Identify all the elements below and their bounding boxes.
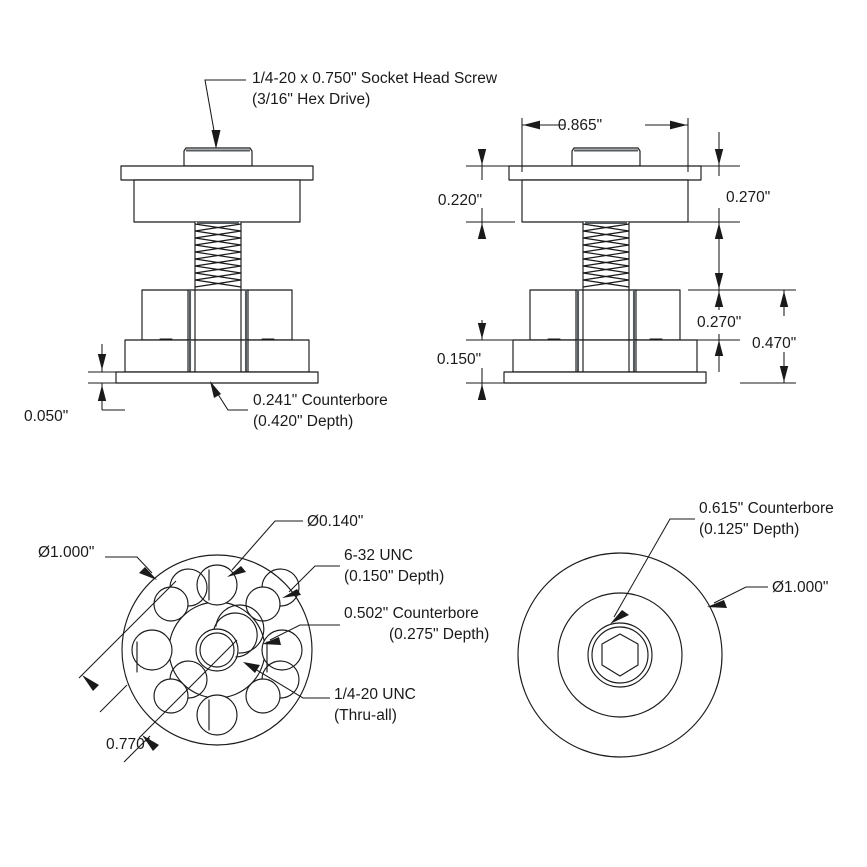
- threaded-hole-se: [245, 660, 300, 714]
- plain-holes-group: [131, 564, 303, 736]
- plain-hole-bottom: [196, 694, 238, 736]
- plain-hole-right: [261, 629, 303, 671]
- upper-body-left: [133, 179, 301, 223]
- top-flange-plate-left: [120, 165, 314, 181]
- dimension-050: [88, 344, 125, 411]
- view-top-plan: [517, 518, 768, 758]
- threaded-hole-nw: [153, 568, 208, 622]
- thread-shank-right: [582, 221, 630, 291]
- screw-head-inner-circle: [591, 626, 649, 684]
- callout-screw-spec-line2: (3/16" Hex Drive): [252, 91, 370, 108]
- screw-head-right: [571, 147, 641, 167]
- hex-socket-icon: [601, 633, 639, 677]
- counterbore-615-circle: [557, 592, 683, 718]
- callout-thread-1420-line1: 1/4-20 UNC: [334, 686, 416, 703]
- dimension-050-value: 0.050": [24, 408, 68, 425]
- callout-counterbore-241-line1: 0.241" Counterbore: [253, 392, 388, 409]
- outer-circle-top-plan: [517, 552, 723, 758]
- callout-thread-1420-leader: [243, 662, 330, 699]
- threaded-holes-group: [153, 568, 300, 714]
- dimension-150-value: 0.150": [437, 351, 481, 368]
- callout-counterbore-615-leader: [610, 518, 695, 624]
- dimension-470-value: 0.470": [752, 335, 796, 352]
- callout-plan-outer-dia-leader: [105, 556, 157, 580]
- threaded-hole-sw: [153, 660, 208, 714]
- callout-thread-632-line1: 6-32 UNC: [344, 547, 413, 564]
- callout-counterbore-241-leader: [210, 381, 248, 411]
- thread-shank-left: [194, 221, 242, 291]
- dimension-270-top-value: 0.270": [726, 189, 770, 206]
- lower-body-left: [141, 289, 293, 341]
- base-plate-left: [115, 371, 319, 384]
- dimension-270-bottom-value: 0.270": [697, 314, 741, 331]
- center-thread-hole-plan: [195, 604, 265, 672]
- lower-step-flange-left: [124, 338, 310, 373]
- callout-hole-140-leader: [227, 520, 303, 577]
- dimension-220: [466, 149, 515, 239]
- callout-thread-1420-line2: (Thru-all): [334, 707, 397, 724]
- dimension-270-top: [688, 132, 740, 291]
- callout-counterbore-502-line2: (0.275" Depth): [389, 626, 489, 643]
- callout-top-outer-dia-label: Ø1.000": [772, 579, 828, 596]
- callout-counterbore-502-leader: [262, 624, 340, 645]
- top-flange-plate-right: [508, 165, 702, 181]
- threaded-hole-ne: [245, 568, 300, 622]
- dimension-270-bottom: [688, 290, 740, 372]
- dimension-220-value: 0.220": [438, 192, 482, 209]
- callout-counterbore-502-line1: 0.502" Counterbore: [344, 605, 479, 622]
- plain-hole-top: [196, 564, 238, 606]
- plain-hole-left: [131, 629, 173, 671]
- lower-step-flange-right: [512, 338, 698, 373]
- dimension-865: [521, 118, 689, 172]
- base-plate-right: [503, 371, 707, 384]
- callout-plan-outer-dia-label: Ø1.000": [38, 544, 94, 561]
- view-front-elevation-left: [88, 79, 319, 411]
- callout-screw-spec-line1: 1/4-20 x 0.750" Socket Head Screw: [252, 70, 498, 87]
- callout-thread-632-line2: (0.150" Depth): [344, 568, 444, 585]
- view-bottom-plan: [78, 520, 340, 763]
- dimension-470: [740, 289, 796, 384]
- callout-counterbore-241-line2: (0.420" Depth): [253, 413, 353, 430]
- callout-top-outer-dia-leader: [707, 586, 768, 608]
- screw-head-outer-circle: [587, 622, 653, 688]
- view-front-elevation-dimensioned: [466, 118, 796, 400]
- callout-counterbore-615-line2: (0.125" Depth): [699, 521, 799, 538]
- dimension-770-value: 0.770": [106, 736, 150, 753]
- lower-body-right: [529, 289, 681, 341]
- callout-thread-632-leader: [282, 565, 340, 598]
- callout-counterbore-615-line1: 0.615" Counterbore: [699, 500, 834, 517]
- callout-screw-spec-leader: [204, 79, 246, 149]
- dimension-770-bolt-circle: [78, 580, 238, 763]
- dimension-865-value: 0.865": [558, 117, 602, 134]
- screw-head-left: [183, 147, 253, 167]
- callout-hole-140-label: Ø0.140": [307, 513, 363, 530]
- dimension-150: [466, 320, 520, 400]
- upper-body-right: [521, 179, 689, 223]
